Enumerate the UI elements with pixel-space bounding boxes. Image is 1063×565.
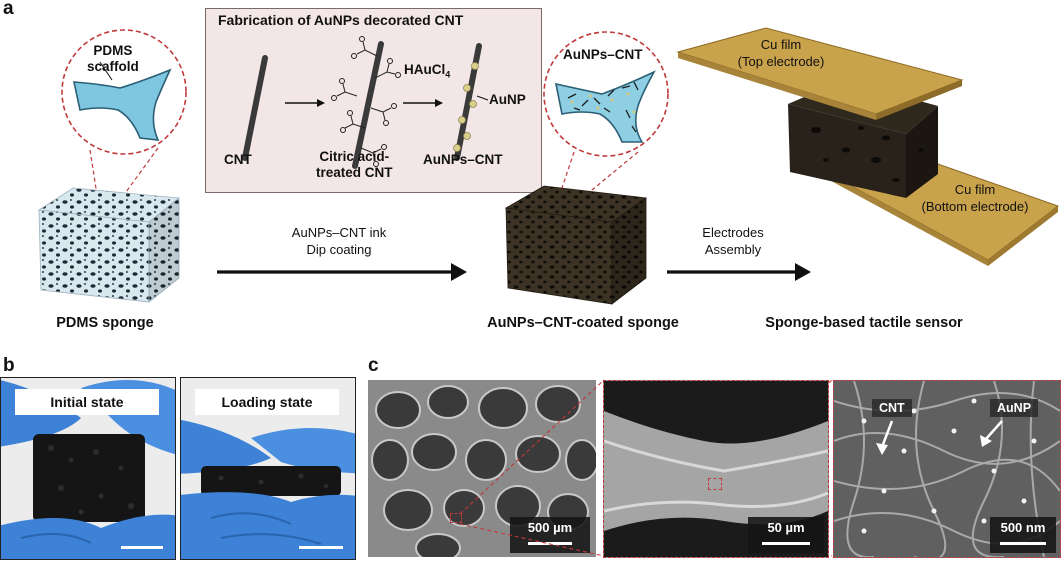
sem2-scale-text: 50 µm [767,520,805,535]
fabrication-scheme [242,36,489,169]
step1-line2: Dip coating [306,242,372,257]
sem2-scale-bar [762,542,810,545]
sem3-cnt-tag: CNT [872,399,912,417]
fab-aunps-cnt-label: AuNPs–CNT [423,152,503,167]
sem-mid-mag-drawing [604,381,828,557]
caption-pdms-sponge: PDMS sponge [56,315,154,331]
fab-citric-line1: Citric acid- [319,149,390,164]
pdms-inset-line1: PDMS [93,43,133,58]
sem3-scale-text: 500 nm [1000,520,1046,535]
pdms-inset-line2: scaffold [87,59,139,74]
bottom-electrode-line1: Cu film [954,182,996,197]
bottom-electrode-line2: (Bottom electrode) [921,199,1029,214]
step1-label: AuNPs–CNT ink Dip coating [264,224,414,258]
fabrication-title: Fabrication of AuNPs decorated CNT [218,12,464,28]
caption-tactile-sensor: Sponge-based tactile sensor [765,315,963,331]
panel-a-letter: a [3,0,14,19]
step1-line1: AuNPs–CNT ink [291,225,387,240]
sem-image-low-mag: 500 µm [368,380,596,557]
coated-sponge-cube [504,185,648,305]
top-electrode-label: Cu film (Top electrode) [706,36,856,70]
loading-state-photo: Loading state [180,377,356,560]
initial-state-label: Initial state [15,389,159,415]
top-electrode-line1: Cu film [760,37,802,52]
panel-c-letter: c [368,355,379,376]
fab-aunp-label: AuNP [489,92,526,107]
step2-label: Electrodes Assembly [688,224,778,258]
initial-state-photo: Initial state [0,377,176,560]
pdms-scaffold-inset [61,29,187,215]
sem2-scale-box: 50 µm [748,517,824,553]
fabrication-box [205,8,542,193]
caption-coated-sponge: AuNPs–CNT-coated sponge [487,315,679,331]
tactile-sensor-illustration [676,27,1060,266]
sem-image-mid-mag: 50 µm [603,380,829,558]
loading-photo-drawing [181,419,355,559]
pdms-sponge-cube [37,187,181,303]
fab-reagent-main: HAuCl [404,62,446,77]
bottom-electrode-label: Cu film (Bottom electrode) [895,181,1055,215]
sem1-zoom-box [450,513,462,523]
sem1-scale-text: 500 µm [527,520,573,535]
sem3-aunp-tag: AuNP [990,399,1039,417]
aunps-cnt-inset [543,31,669,219]
loading-state-label: Loading state [195,389,339,415]
sem3-scale-bar [1000,542,1046,545]
sem2-zoom-box [708,478,722,490]
fab-reagent-sub: 4 [445,69,451,80]
top-electrode-line2: (Top electrode) [737,54,825,69]
sem3-scale-box: 500 nm [990,517,1056,553]
fab-citric-line2: treated CNT [316,165,393,180]
pdms-inset-label: PDMS scaffold [87,43,139,75]
fab-cnt-label: CNT [224,152,252,167]
dip-coating-arrow [217,263,467,281]
electrodes-assembly-arrow [667,263,811,281]
fab-citric-label: Citric acid- treated CNT [316,149,393,181]
step2-line1: Electrodes [702,225,764,240]
panel-b-letter: b [3,355,15,376]
fab-reagent-label: HAuCl4 [404,62,450,80]
sem-image-high-mag: CNT AuNP 500 nm [833,380,1061,558]
step2-line2: Assembly [704,242,762,257]
aunps-cnt-inset-label: AuNPs–CNT [563,47,643,62]
